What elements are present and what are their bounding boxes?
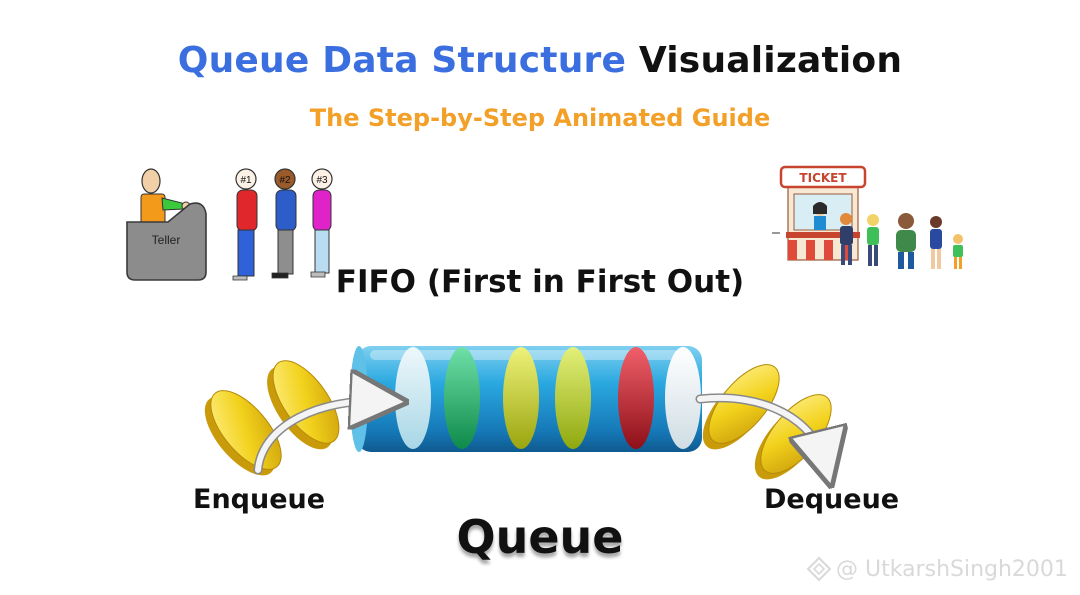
disc-5 [618,347,654,449]
ticket-person-4 [930,216,942,269]
ticket-person-2 [867,214,879,266]
disc-2 [444,347,480,449]
ticket-sign: TICKET [799,171,847,185]
queue-tube [204,346,843,491]
ticket-scene: TICKET [772,165,963,269]
enqueue-label: Enqueue [193,484,326,515]
bank-scene: Teller #1 #2 #3 [126,168,333,281]
title-part-blue: Queue Data Structure [177,40,627,81]
customer-2-badge: #2 [279,175,291,186]
customer-3-badge: #3 [316,175,328,186]
enqueue-coins [204,360,340,476]
dequeue-label: Dequeue [764,484,900,515]
fifo-label: FIFO (First in First Out) [335,264,745,300]
disc-6 [665,347,701,449]
customer-2: #2 [271,168,297,279]
watermark-text: @ UtkarshSingh2001 [836,556,1068,582]
disc-3 [503,347,539,449]
teller-label: Teller [152,233,181,247]
customer-3: #3 [310,168,333,278]
customer-1-badge: #1 [240,175,252,186]
dequeue-coins [702,364,832,480]
queue-label: Queue [456,510,624,564]
teller-figure [140,168,191,225]
page-subtitle: The Step-by-Step Animated Guide [309,104,771,132]
disc-4 [555,347,591,449]
diamond-logo-icon [806,556,832,582]
ticket-person-3 [896,213,916,269]
watermark: @ UtkarshSingh2001 [806,556,1068,582]
ticket-person-1 [840,213,853,265]
page-title: Queue Data Structure Visualization [0,40,1080,81]
teller-desk-icon [126,202,207,281]
title-part-dark: Visualization [638,40,903,81]
customer-1: #1 [232,168,258,281]
disc-1 [395,347,431,449]
ticket-person-5 [953,234,963,269]
queue-discs [395,347,701,449]
